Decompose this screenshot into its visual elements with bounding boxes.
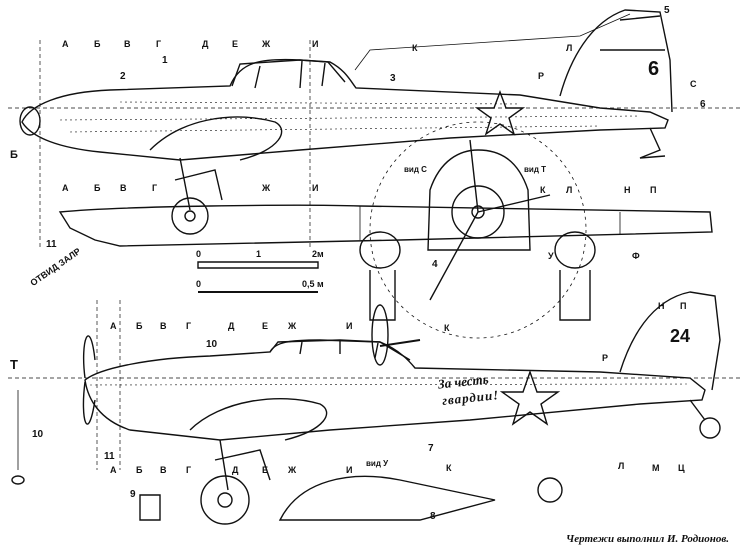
callout-10: 10 — [206, 339, 218, 350]
view-label-u: вид У — [366, 459, 389, 468]
mid-section-l: Л — [566, 185, 573, 195]
callout-5: 5 — [664, 5, 670, 16]
lower-section-e: Е — [262, 321, 269, 331]
tail-number-upper: 6 — [648, 58, 660, 80]
scale-2-half: 0,5 м — [302, 279, 324, 289]
top-section-k: К — [412, 43, 418, 53]
lower-section-n: Н — [658, 301, 665, 311]
upper-side-view — [19, 9, 673, 235]
front-view-propeller — [359, 121, 596, 366]
top-section-s: С — [690, 79, 697, 89]
lower-section-r: Р — [602, 353, 609, 363]
scale-1-two: 2м — [312, 249, 324, 259]
detail-number-11: 11 — [46, 239, 57, 250]
mid-section-u: У — [548, 251, 554, 261]
mid-section-p: П — [650, 185, 657, 195]
mid-section-a: А — [62, 183, 69, 193]
mid-section-k: К — [540, 185, 546, 195]
scale-2-zero: 0 — [196, 279, 202, 289]
top-section-g: Г — [156, 39, 162, 49]
mid-section-i: И — [312, 183, 319, 193]
mid-section-b: Б — [94, 183, 101, 193]
lower-section-v: В — [160, 321, 167, 331]
top-section-b: Б — [94, 39, 101, 49]
callout-8: 8 — [430, 511, 436, 522]
top-section-v: В — [124, 39, 131, 49]
top-section-i: И — [312, 39, 319, 49]
callout-7: 7 — [428, 443, 434, 454]
view-label-t: вид Т — [524, 165, 547, 174]
view-mark-t: Т — [10, 357, 18, 372]
wing-strip — [58, 204, 713, 247]
mid-section-zh: Ж — [262, 183, 271, 193]
top-section-a: А — [62, 39, 69, 49]
callout-1: 1 — [162, 55, 168, 66]
bottom-section-e: Е — [262, 465, 269, 475]
lower-section-p: П — [680, 301, 687, 311]
lower-section-d: Д — [228, 321, 235, 331]
lower-section-i: И — [346, 321, 353, 331]
callout-2: 2 — [120, 71, 126, 82]
lower-side-view — [82, 291, 721, 525]
top-section-zh: Ж — [262, 39, 271, 49]
scale-1-zero: 0 — [196, 249, 202, 259]
scale-1-one: 1 — [256, 249, 262, 259]
drawing-credit: Чертежи выполнил И. Родионов. — [566, 533, 730, 545]
bottom-section-a: А — [110, 465, 117, 475]
callout-3: 3 — [390, 73, 396, 84]
top-section-r: Р — [538, 71, 545, 81]
scale-bars — [197, 261, 319, 293]
callout-11: 11 — [104, 451, 115, 462]
mid-section-g: Г — [152, 183, 158, 193]
mid-section-n: Н — [624, 185, 631, 195]
callout-4: 4 — [432, 259, 438, 270]
view-label-c: вид С — [404, 165, 427, 174]
callout-9: 9 — [130, 489, 136, 500]
mid-section-v: В — [120, 183, 127, 193]
lower-section-k: К — [444, 323, 450, 333]
bottom-section-g: Г — [186, 465, 192, 475]
details-bottom — [11, 390, 563, 521]
detail-number-10: 10 — [32, 429, 44, 440]
lower-section-zh: Ж — [288, 321, 297, 331]
bottom-section-l: Л — [618, 461, 625, 471]
top-section-d: Д — [202, 39, 209, 49]
lower-section-b: Б — [136, 321, 143, 331]
top-section-l: Л — [566, 43, 573, 53]
bottom-section-m: М — [652, 463, 660, 473]
bottom-section-ts: Ц — [678, 463, 685, 473]
bottom-section-d: Д — [232, 465, 239, 475]
mid-section-f: Ф — [632, 251, 640, 261]
tail-number-lower: 24 — [670, 326, 691, 346]
bottom-section-b: Б — [136, 465, 143, 475]
view-mark-b: Б — [10, 149, 18, 161]
reference-lines — [8, 40, 740, 470]
bottom-section-i: И — [346, 465, 353, 475]
bottom-section-zh: Ж — [288, 465, 297, 475]
callout-6: 6 — [700, 99, 706, 110]
top-section-e: Е — [232, 39, 239, 49]
bottom-section-v: В — [160, 465, 167, 475]
lower-section-g: Г — [186, 321, 192, 331]
bottom-section-k: К — [446, 463, 452, 473]
lower-section-a: А — [110, 321, 117, 331]
